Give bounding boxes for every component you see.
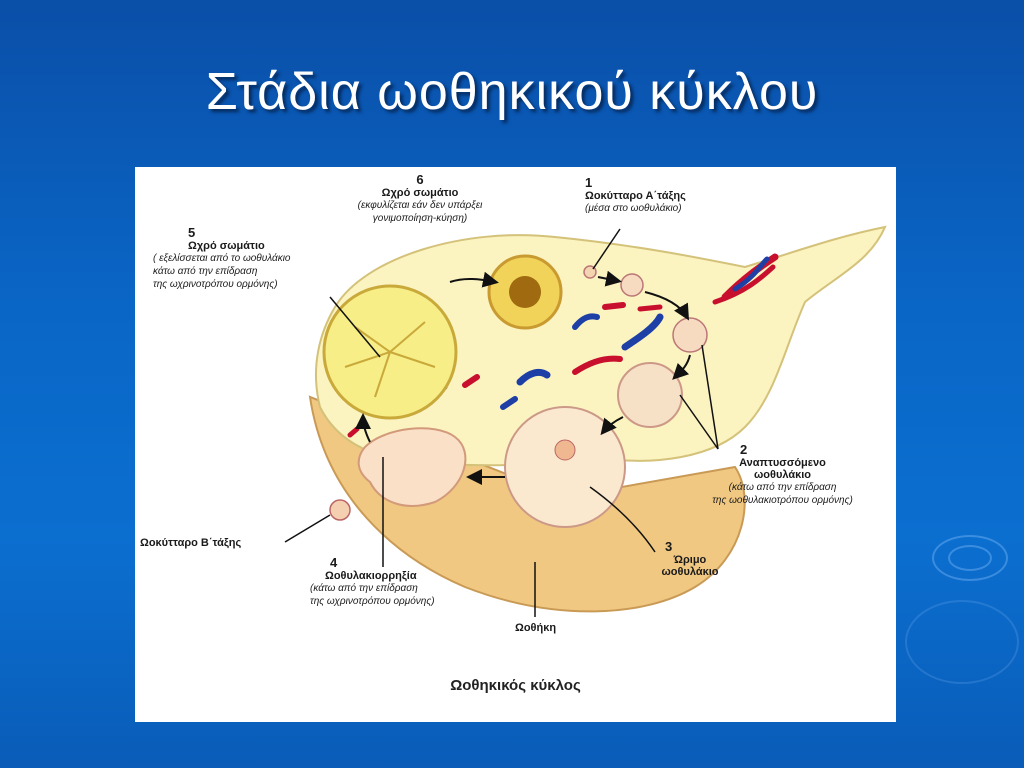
follicle-medium (672, 317, 708, 353)
blood-vessel (637, 304, 663, 312)
mature-follicle (504, 406, 626, 528)
label-ovary: Ωοθήκη (515, 622, 557, 634)
follicle-growing (617, 362, 683, 428)
label-stage-6: 6 Ωχρό σωμάτιο (εκφυλίζεται εάν δεν υπάρ… (357, 172, 483, 224)
label-stage-4: 4 Ωοθυλακιορρηξία (κάτω από την επίδραση… (310, 555, 435, 607)
slide-title: Στάδια ωοθηκικού κύκλου (205, 63, 819, 121)
label-stage-1: 1 Ωοκύτταρο Α΄τάξης (μέσα στο ωοθυλάκιο) (585, 175, 686, 214)
blood-vessel (712, 264, 776, 305)
ovary-illustration (284, 225, 887, 617)
label-stage-5: 5 Ωχρό σωμάτιο ( εξελίσσεται από το ωοθυ… (153, 225, 291, 290)
blood-vessel (732, 256, 770, 292)
blood-vessel (462, 374, 480, 388)
ripple-decoration (932, 535, 1008, 581)
label-stage-2: 2 Αναπτυσσόμενο ωοθυλάκιο (κάτω από την … (712, 442, 853, 506)
secondary-oocyte (329, 499, 351, 521)
figure-caption: Ωοθηκικός κύκλος (450, 677, 581, 694)
label-secondary-oocyte: Ωοκύτταρο Β΄τάξης (140, 537, 242, 549)
blood-vessel (572, 355, 623, 375)
blood-vessel (516, 368, 551, 386)
ripple-decoration (905, 600, 1019, 684)
ruptured-follicle (357, 427, 467, 507)
blood-vessel (621, 313, 664, 351)
blood-vessel (602, 302, 626, 310)
blood-vessel (500, 396, 518, 410)
ovarian-cycle-figure: 6 Ωχρό σωμάτιο (εκφυλίζεται εάν δεν υπάρ… (135, 167, 896, 722)
follicle-small (620, 273, 644, 297)
blood-vessel (572, 313, 600, 330)
blood-vessel (347, 426, 360, 438)
label-stage-3: 3 Ώριμο ωοθυλάκιο (661, 539, 719, 578)
